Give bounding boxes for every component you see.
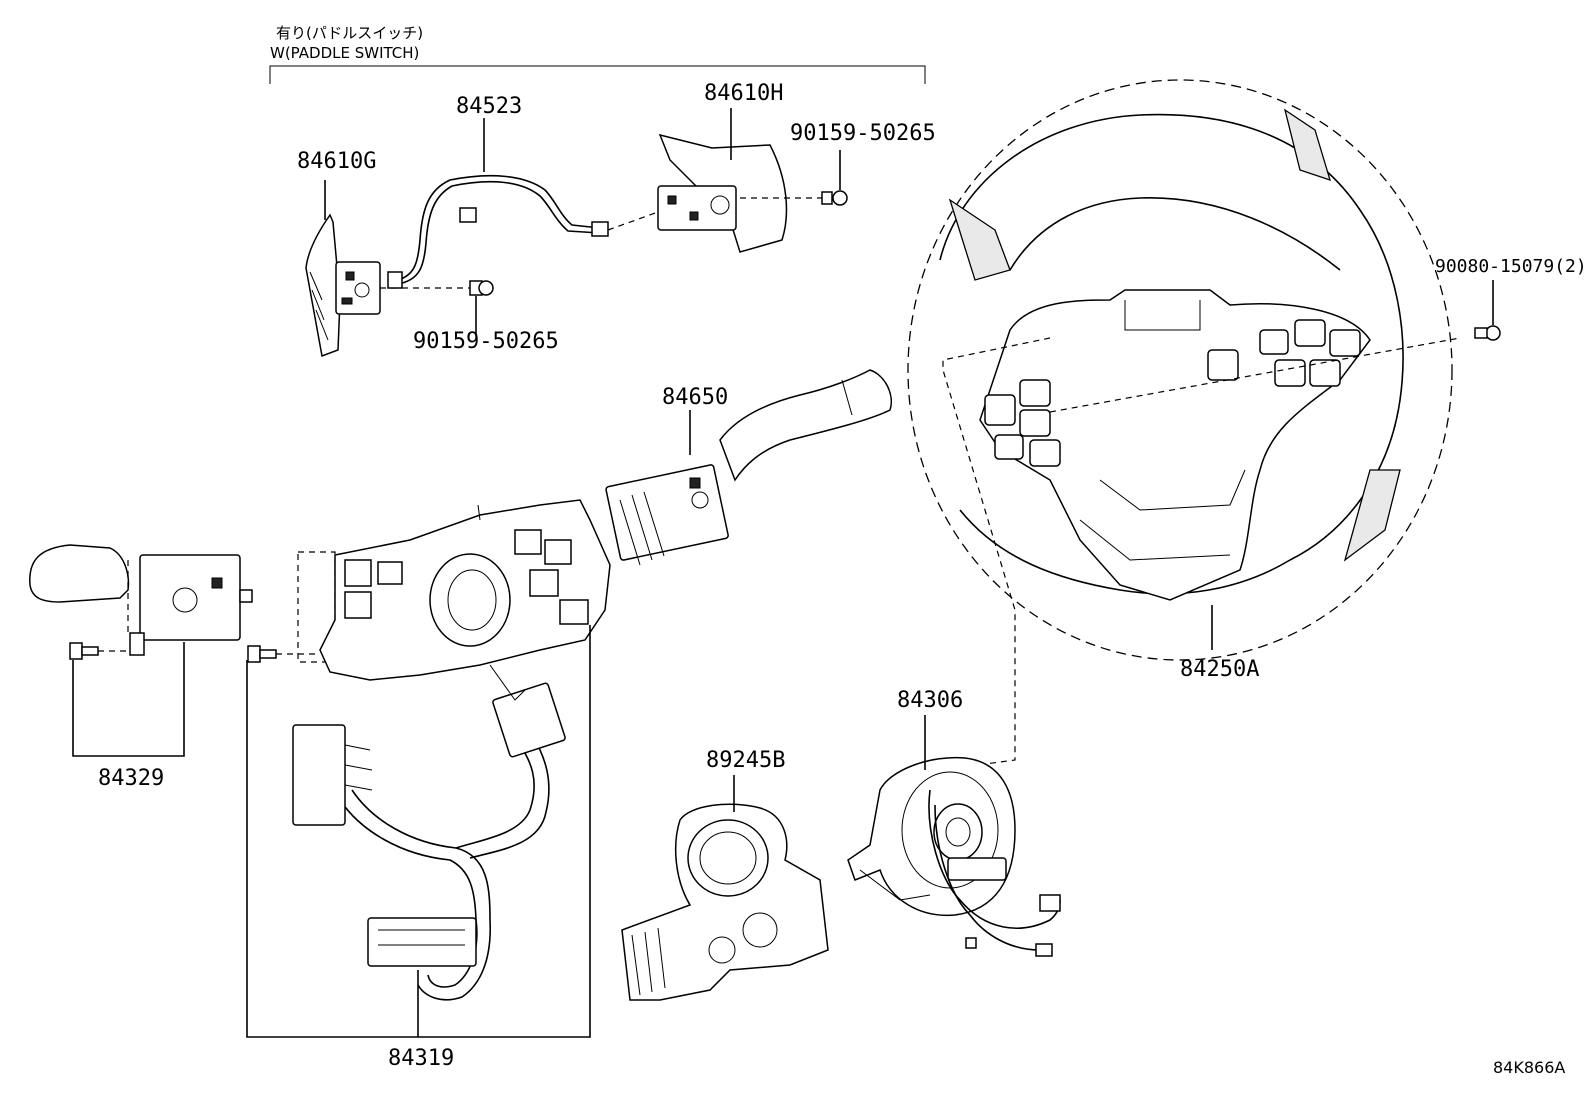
part-label-84610H: 84610H <box>704 81 783 106</box>
part-label-90159-upper: 90159-50265 <box>790 121 936 146</box>
paddle-switch-right <box>607 108 788 253</box>
steering-angle-sensor <box>621 775 829 1001</box>
part-label-90159-lower: 90159-50265 <box>413 329 559 354</box>
part-label-84250A: 84250A <box>1180 657 1259 682</box>
part-label-84610G: 84610G <box>297 149 376 174</box>
wiper-switch-lever <box>605 369 892 566</box>
variant-label-jp: 有り(パドルスイッチ) <box>276 24 423 42</box>
turn-signal-switch <box>29 544 253 757</box>
bracket-84329 <box>72 642 185 757</box>
combination-switch-body <box>246 499 611 1038</box>
bolt-90159-upper <box>740 150 848 206</box>
paddle-switch-left <box>305 180 381 358</box>
paddle-wire-harness <box>387 118 609 289</box>
part-label-89245B: 89245B <box>706 748 785 773</box>
part-label-84650: 84650 <box>662 385 728 410</box>
group-bracket <box>269 65 926 84</box>
spiral-cable <box>847 715 1061 957</box>
diagram-ref-code: 84K866A <box>1493 1058 1565 1077</box>
part-label-84523: 84523 <box>456 94 522 119</box>
bolt-90080 <box>1474 280 1501 341</box>
part-label-84329: 84329 <box>98 766 164 791</box>
part-label-84306: 84306 <box>897 688 963 713</box>
part-label-84319: 84319 <box>388 1046 454 1071</box>
steering-wheel <box>907 79 1461 773</box>
part-label-90080: 90080-15079(2) <box>1435 256 1587 277</box>
paddle-switch-group-header: 有り(パドルスイッチ) W(PADDLE SWITCH) <box>269 24 926 84</box>
bolt-90159-lower <box>380 280 494 335</box>
variant-label-en: W(PADDLE SWITCH) <box>270 44 419 62</box>
